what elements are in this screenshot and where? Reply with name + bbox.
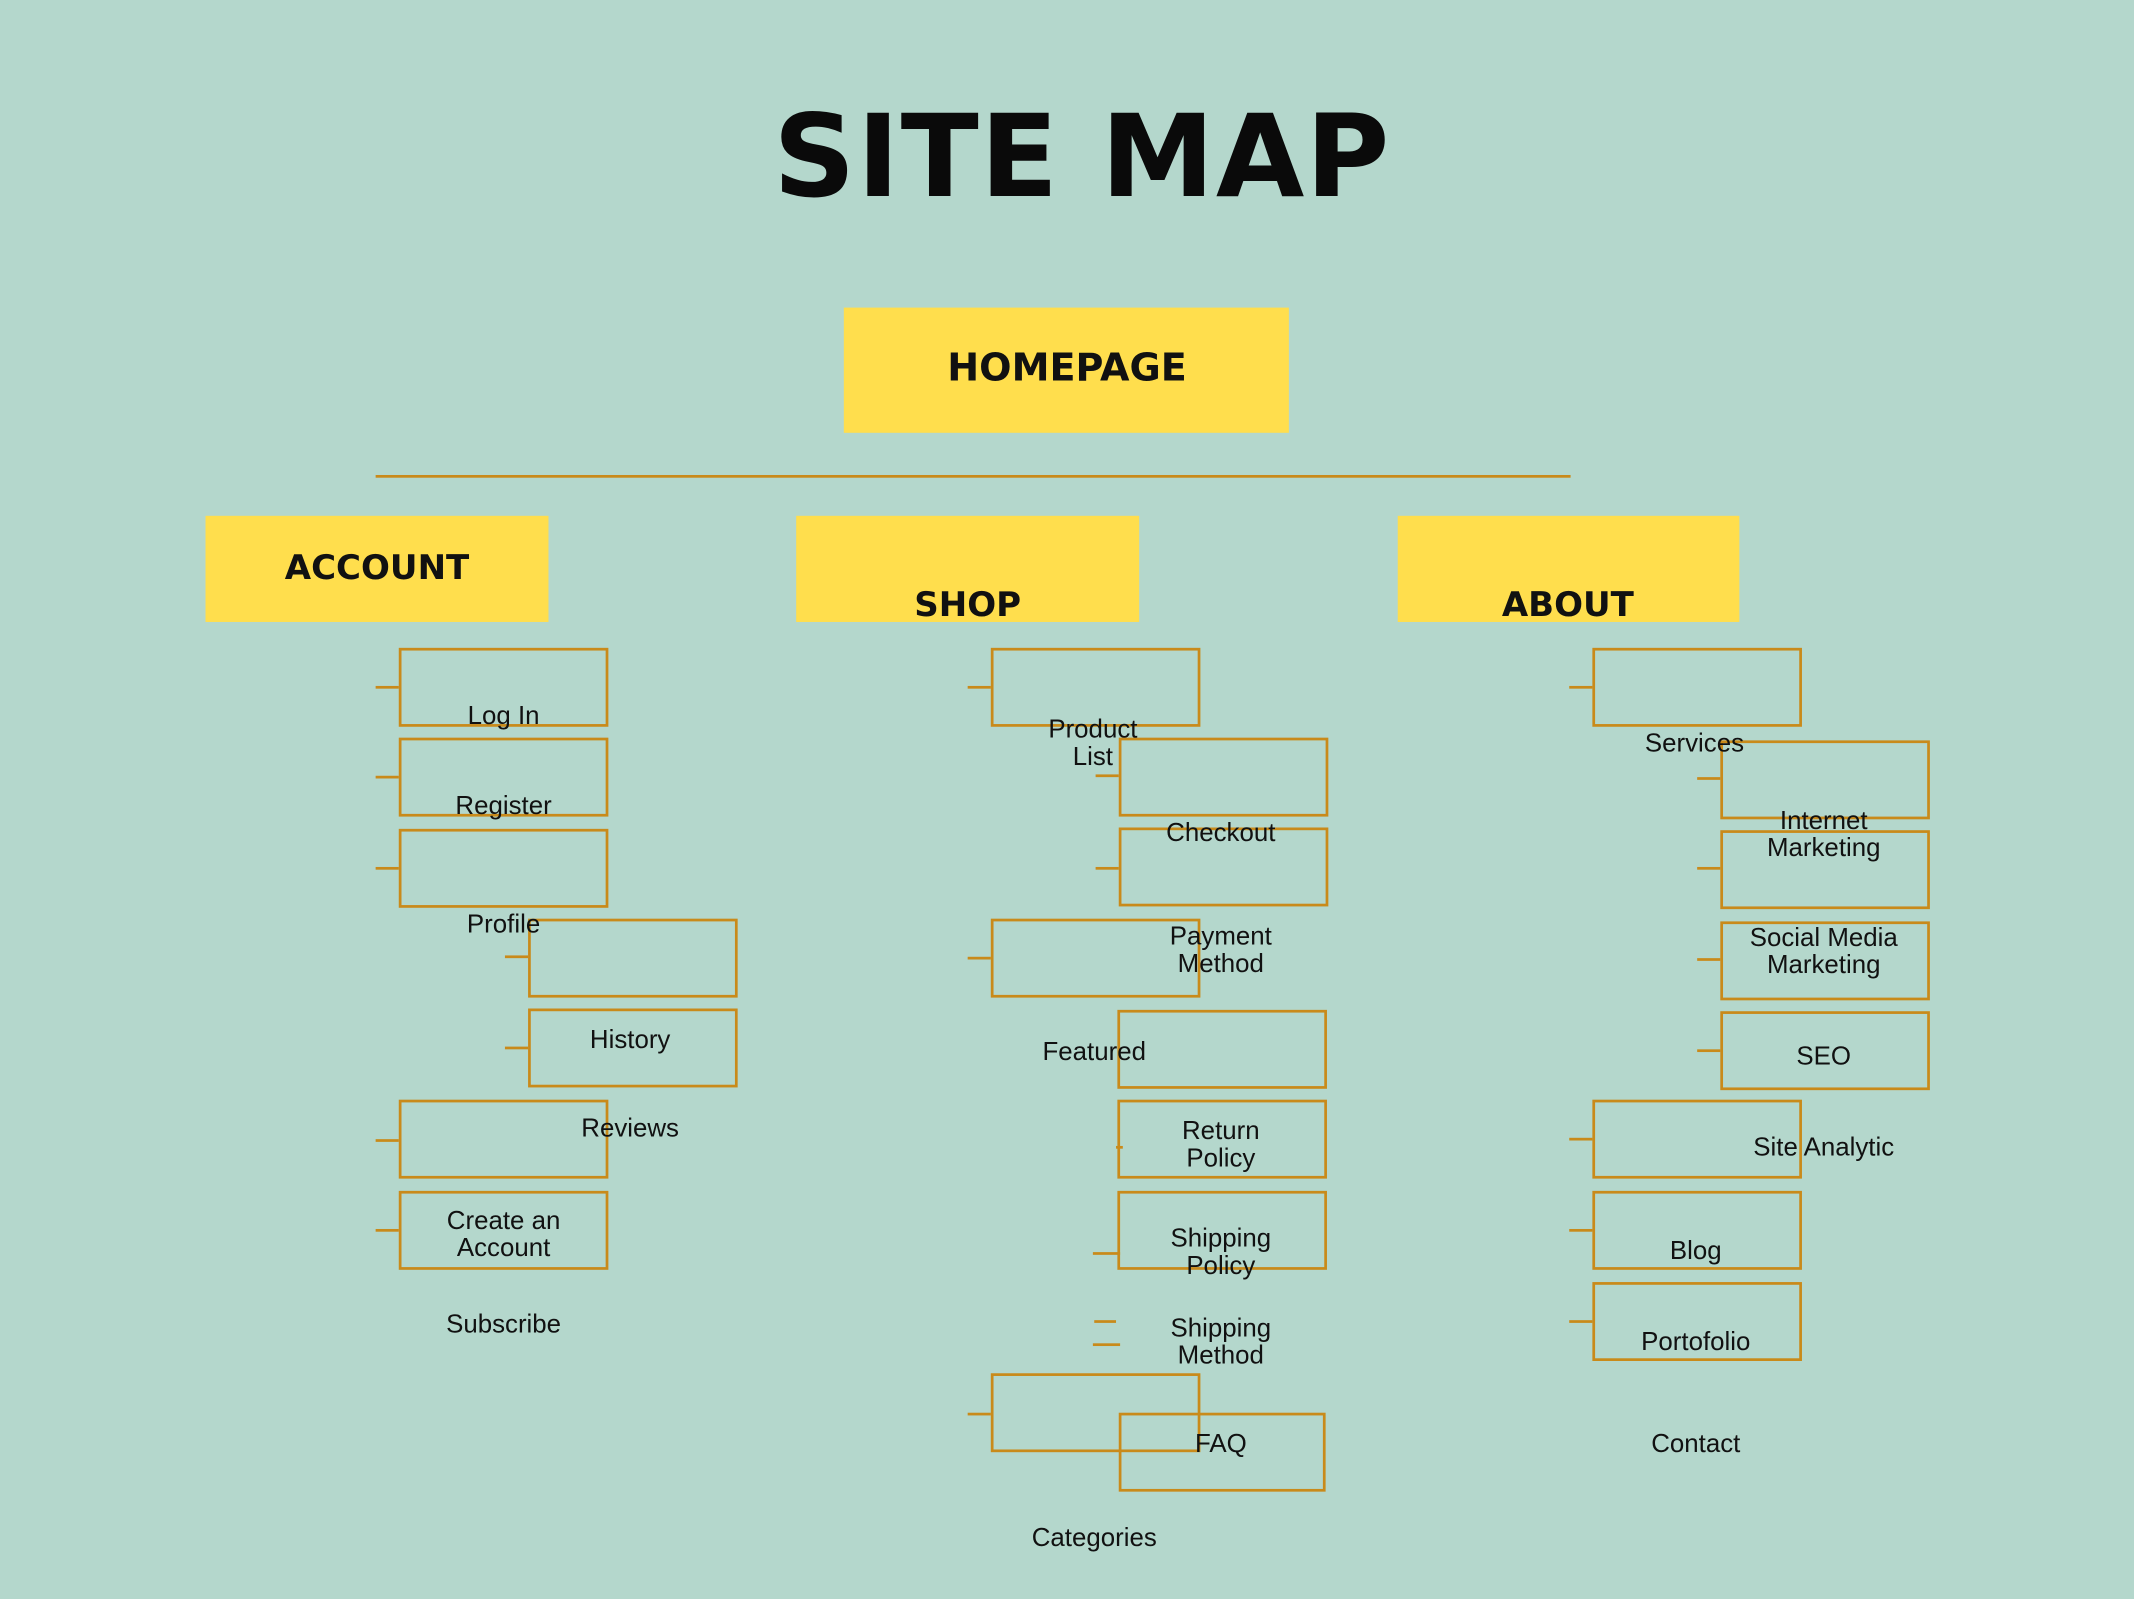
node-box [1118, 827, 1329, 907]
shop-item: Return Policy [1182, 1117, 1260, 1174]
shop-item: Checkout [1166, 819, 1276, 848]
connector-tick [1569, 1320, 1593, 1323]
node-box [1117, 1099, 1327, 1179]
shop-item: Featured [1042, 1038, 1146, 1068]
connector-tick [1569, 1228, 1593, 1232]
node-box [528, 918, 738, 998]
connector-tick [967, 685, 991, 688]
node-box [528, 1008, 738, 1088]
node-box [398, 737, 609, 817]
connector-line [375, 474, 1571, 478]
account-item: Reviews [581, 1114, 680, 1144]
account-item: Profile [466, 910, 541, 940]
node-box [1592, 1099, 1802, 1179]
node-box [1720, 1011, 1930, 1091]
connector-tick [504, 955, 529, 958]
about-item: Contact [1651, 1430, 1741, 1459]
shop-node [796, 515, 1140, 622]
homepage-node [843, 307, 1289, 433]
shop-item: Shipping Method [1170, 1314, 1272, 1371]
about-item: Blog [1669, 1237, 1722, 1266]
connector-tick [1116, 1145, 1123, 1149]
about-item: Internet Marketing [1766, 807, 1881, 863]
about-item: Site Analytic [1753, 1133, 1895, 1163]
shop-item: Shipping Policy [1170, 1224, 1272, 1281]
node-box [1720, 830, 1930, 910]
connector-tick [375, 775, 399, 778]
connector-tick [967, 956, 991, 959]
page-title: SITE MAP [773, 89, 1391, 224]
shop-item: Payment Method [1169, 922, 1272, 979]
node-box [1117, 1190, 1327, 1270]
about-item: Services [1644, 729, 1745, 759]
connector-tick [1569, 685, 1593, 688]
node-box [990, 918, 1201, 998]
connector-tick [504, 1046, 529, 1049]
shop-item: Product List [1048, 715, 1138, 772]
node-box [398, 828, 609, 908]
connector-tick [1095, 774, 1119, 777]
connector-tick [1569, 1137, 1593, 1140]
node-box [1592, 1190, 1802, 1270]
account-item: Register [455, 792, 552, 821]
connector-tick [1697, 777, 1721, 780]
about-item: SEO [1796, 1042, 1852, 1072]
shop-item: FAQ [1194, 1430, 1247, 1459]
about-item: Social Media Marketing [1749, 924, 1898, 980]
account-node [205, 515, 549, 622]
connector-tick [1095, 866, 1119, 869]
node-box [1118, 737, 1329, 817]
connector-tick [1697, 866, 1721, 869]
about-label: ABOUT [1501, 584, 1634, 625]
connector-tick [1697, 1049, 1721, 1052]
node-box [990, 647, 1201, 727]
account-label: ACCOUNT [284, 547, 470, 588]
node-box [1720, 921, 1930, 1001]
node-box [1117, 1009, 1327, 1089]
connector-tick [967, 1412, 991, 1415]
connector-tick [375, 866, 399, 869]
node-box [398, 647, 609, 727]
connector-tick [1092, 1343, 1121, 1346]
node-box [398, 1099, 609, 1179]
about-node [1397, 515, 1740, 622]
homepage-label: HOMEPAGE [947, 345, 1187, 390]
account-item: History [589, 1026, 671, 1055]
connector-tick [1697, 958, 1721, 961]
node-box [398, 1190, 609, 1270]
account-item: Create an Account [446, 1207, 561, 1264]
node-box [1592, 1282, 1802, 1361]
connector-tick [375, 1228, 399, 1232]
connector-tick [375, 685, 399, 688]
node-box [1592, 647, 1802, 727]
account-item: Log In [467, 702, 540, 731]
connector-tick [1092, 1252, 1121, 1255]
connector-tick [375, 1139, 399, 1142]
node-box [1720, 740, 1930, 820]
node-box [1118, 1412, 1326, 1492]
connector-tick [1094, 1320, 1117, 1323]
shop-label: SHOP [914, 584, 1022, 625]
about-item: Portofolio [1641, 1328, 1751, 1357]
account-item: Subscribe [446, 1310, 562, 1340]
shop-item: Categories [1031, 1524, 1157, 1553]
